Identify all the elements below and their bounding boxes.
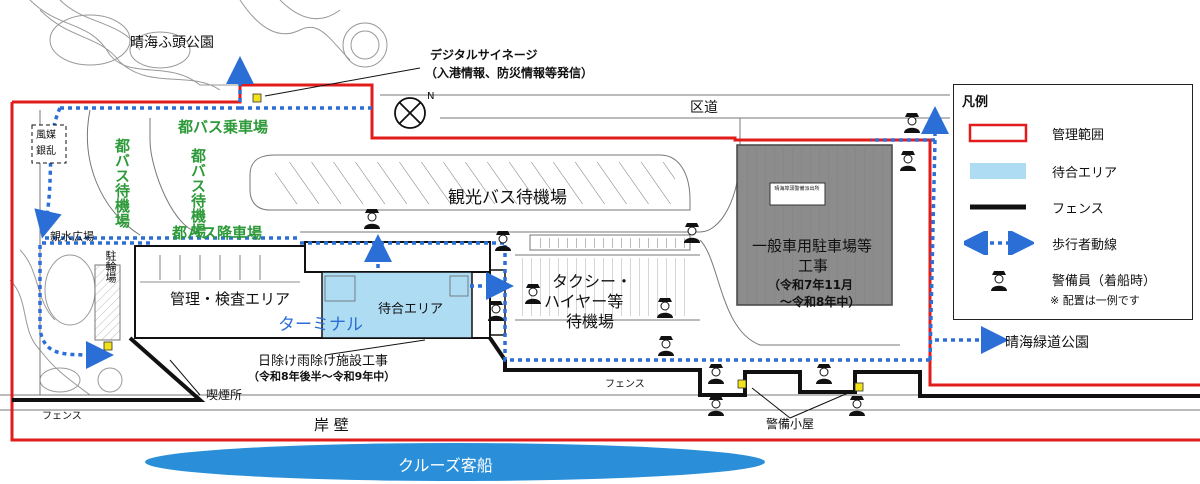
north-label: N: [427, 91, 435, 102]
quay-label: 岸 壁: [314, 416, 349, 434]
security-guard-icon: [658, 336, 674, 356]
bike-parking-label: 駐輪場: [104, 250, 117, 283]
admin-area-label: 管理・検査エリア: [170, 290, 291, 308]
black-thick-line-icon: [970, 204, 1026, 210]
legend-item-waiting: 待合エリア: [964, 159, 1117, 183]
metro-bus-boarding-label: 都バス乗車場: [178, 118, 269, 136]
north-arrow-icon: [394, 97, 426, 129]
shinsui-plaza-label: 親水広場: [50, 230, 94, 243]
fence-label-left: フェンス: [42, 411, 82, 422]
taxi-label-3: 待機場: [566, 312, 615, 331]
waiting-area-label: 待合エリア: [378, 302, 444, 317]
signage-markers: [103, 93, 864, 392]
security-guard-icon: [684, 223, 700, 243]
wind-chime-label: 風媒銀乱: [36, 130, 56, 157]
metro-bus-waiting-label-1: 都バス待機場: [113, 138, 131, 228]
signage-label-1: デジタルサイネージ: [430, 48, 538, 62]
legend-note: ※ 配置は一例です: [1050, 294, 1140, 307]
legend-title: 凡例: [962, 95, 989, 110]
guard-hut-label: 警備小屋: [766, 417, 815, 431]
terminal-label: ターミナル: [278, 315, 363, 335]
tour-bus-label: 観光バス待機場: [448, 188, 567, 208]
terminal-building: [134, 241, 506, 339]
police-box-label: 晴海埠頭警備派出所: [774, 186, 820, 192]
metro-bus-waiting-label-2: 都バス待機場: [189, 148, 207, 238]
legend-item-walkway: 歩行者動線: [964, 231, 1117, 255]
general-parking-label-1: 一般車用駐車場等: [752, 237, 873, 255]
shade-construction-label-2: （令和8年後半〜令和9年中）: [248, 370, 396, 383]
smoking-area-label: 喫煙所: [206, 388, 243, 402]
light-blue-fill-rect-icon: [970, 163, 1026, 179]
park-top-label: 晴海ふ頭公園: [130, 35, 214, 51]
general-parking-label-4: 〜令和8年中）: [780, 295, 861, 309]
security-guard-icon: [904, 113, 920, 133]
security-guard-icon: [708, 364, 724, 384]
cruise-ship: [145, 443, 765, 481]
signage-label-2: （入港情報、防災情報等発信）: [425, 66, 594, 80]
security-guard-icon: [991, 271, 1007, 291]
legend-item-guard: 警備員（着船時）: [964, 267, 1156, 291]
security-guard-icon: [525, 284, 541, 304]
security-guard-icon: [488, 301, 504, 321]
security-guard-icon: [816, 364, 832, 384]
cruise-ship-label: クルーズ客船: [398, 456, 493, 475]
security-guard-icon: [364, 209, 380, 229]
green-park-label: 晴海緑道公園: [1005, 335, 1089, 351]
general-parking-label-3: （令和7年11月: [768, 278, 854, 292]
security-guard-icon: [657, 298, 673, 318]
taxi-label-2: ハイヤー等: [544, 292, 624, 311]
blue-dotted-arrow-icon: [964, 231, 1034, 255]
taxi-label-1: タクシー・: [552, 272, 633, 291]
general-parking-area: [736, 144, 893, 306]
red-outline-rect-icon: [968, 123, 1028, 143]
shade-construction-label-1: 日除け雨除け施設工事: [258, 354, 389, 369]
metro-bus-alighting-label: 都バス降車場: [172, 224, 263, 242]
fence-lines: [12, 336, 1200, 402]
fence-label-mid: フェンス: [605, 379, 645, 390]
security-guard-icon: [849, 396, 865, 416]
legend-item-management: 管理範囲: [964, 121, 1104, 145]
legend-item-fence: フェンス: [964, 195, 1104, 219]
security-guard-icon: [708, 396, 724, 416]
map-legend: 凡例 管理範囲 待合エリア フェンス 歩行者動線: [953, 84, 1193, 320]
road-label: 区道: [690, 100, 718, 116]
pedestrian-walkways: [34, 56, 1009, 369]
general-parking-label-2: 工事: [798, 257, 829, 275]
security-guard-icon: [900, 151, 916, 171]
security-guard-icon: [495, 231, 511, 251]
